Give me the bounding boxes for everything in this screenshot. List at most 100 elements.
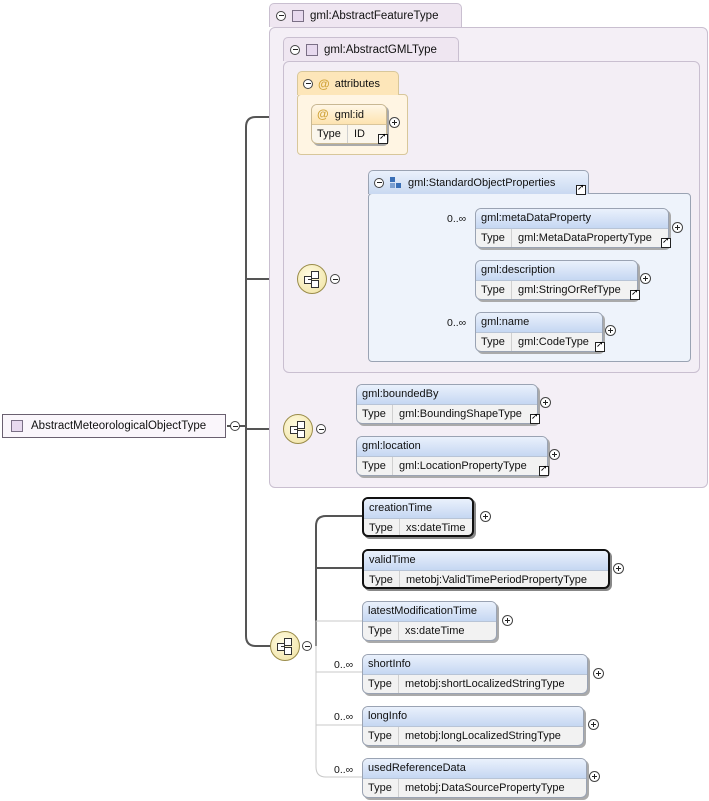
standard-object-properties-header[interactable]: gml:StandardObjectProperties: [368, 170, 589, 194]
attribute-name: gml:id: [334, 109, 365, 121]
root-to-own-sequence-line: [245, 426, 271, 647]
element-name: gml:boundedBy: [357, 385, 537, 405]
own-seq-to-creationtime-line: [315, 515, 362, 646]
type-value: metobj:shortLocalizedStringType: [405, 678, 565, 690]
abstract-gml-type-label: gml:AbstractGMLType: [324, 43, 437, 56]
type-link-icon[interactable]: [378, 132, 388, 144]
sequence-compositor-icon[interactable]: [297, 264, 327, 294]
type-value: gml:CodeType: [518, 336, 589, 348]
type-value: metobj:longLocalizedStringType: [405, 730, 561, 742]
collapse-icon[interactable]: [374, 177, 384, 188]
element-gml-boundedby[interactable]: gml:boundedBy Type gml:BoundingShapeType: [356, 384, 538, 424]
expand-icon[interactable]: [502, 615, 513, 626]
collapse-icon[interactable]: [330, 274, 340, 284]
type-value: gml:StringOrRefType: [518, 284, 621, 296]
attributes-label: attributes: [334, 77, 380, 90]
root-to-attributes-line: [245, 116, 298, 426]
type-key: Type: [368, 727, 399, 745]
attribute-icon: @: [317, 107, 329, 121]
element-name: creationTime: [364, 499, 472, 519]
element-name: gml:description: [476, 261, 637, 281]
element-gml-name[interactable]: gml:name Type gml:CodeType: [475, 312, 603, 352]
abstract-gml-type-header: gml:AbstractGMLType: [283, 37, 459, 61]
type-value: ID: [354, 128, 365, 140]
element-gml-metadataproperty[interactable]: gml:metaDataProperty Type gml:MetaDataPro…: [475, 208, 669, 248]
standard-object-properties-label: gml:StandardObjectProperties: [408, 176, 556, 189]
expand-icon[interactable]: [549, 449, 560, 460]
root-type-label: AbstractMeteorologicalObjectType: [31, 420, 207, 432]
collapse-icon[interactable]: [316, 424, 326, 434]
element-name: validTime: [364, 551, 608, 571]
type-value: gml:LocationPropertyType: [399, 460, 527, 472]
element-validtime[interactable]: validTime Type metobj:ValidTimePeriodProp…: [362, 549, 610, 589]
cardinality-label: 0..∞: [334, 711, 354, 723]
abstract-feature-type-label: gml:AbstractFeatureType: [310, 9, 439, 22]
expand-icon[interactable]: [480, 511, 491, 522]
expand-icon[interactable]: [593, 668, 604, 679]
type-link-icon[interactable]: [630, 288, 640, 300]
element-longinfo[interactable]: longInfo Type metobj:longLocalizedStringT…: [362, 706, 584, 746]
element-shortinfo[interactable]: shortInfo Type metobj:shortLocalizedStrin…: [362, 654, 588, 694]
attribute-icon: @: [318, 76, 330, 91]
root-type-box[interactable]: AbstractMeteorologicalObjectType: [2, 414, 226, 438]
expand-icon[interactable]: [613, 563, 624, 574]
element-name: shortInfo: [363, 655, 587, 675]
expand-icon[interactable]: [389, 117, 400, 128]
sequence-compositor-icon[interactable]: [283, 414, 313, 444]
type-key: Type: [368, 675, 399, 693]
type-key: Type: [368, 622, 399, 640]
element-name: longInfo: [363, 707, 583, 727]
cardinality-label: 0..∞: [447, 317, 467, 329]
type-link-icon[interactable]: [595, 340, 605, 352]
element-name: latestModificationTime: [363, 602, 496, 622]
type-key: Type: [481, 281, 512, 299]
type-key: Type: [481, 229, 512, 247]
type-key: Type: [362, 405, 393, 423]
element-name: gml:metaDataProperty: [476, 209, 668, 229]
type-value: xs:dateTime: [405, 625, 465, 637]
cardinality-label: 0..∞: [334, 764, 354, 776]
collapse-icon[interactable]: [276, 10, 286, 21]
attribute-gml-id[interactable]: @ gml:id Type ID: [311, 104, 387, 144]
type-value: metobj:ValidTimePeriodPropertyType: [406, 574, 587, 586]
collapse-icon[interactable]: [302, 641, 312, 651]
type-link-icon[interactable]: [576, 183, 586, 195]
complex-type-icon: [292, 9, 304, 22]
group-icon: [390, 176, 402, 189]
type-link-icon[interactable]: [530, 412, 540, 424]
expand-icon[interactable]: [588, 719, 599, 730]
expand-icon[interactable]: [672, 222, 683, 233]
collapse-icon[interactable]: [290, 44, 300, 55]
complex-type-icon: [11, 420, 23, 432]
type-key: Type: [481, 333, 512, 351]
type-key: Type: [369, 519, 400, 535]
element-latestmodificationtime[interactable]: latestModificationTime Type xs:dateTime: [362, 601, 497, 641]
type-link-icon[interactable]: [661, 236, 671, 248]
type-value: gml:BoundingShapeType: [399, 408, 522, 420]
cardinality-label: 0..∞: [334, 659, 354, 671]
type-link-icon[interactable]: [539, 464, 549, 476]
expand-icon[interactable]: [589, 771, 600, 782]
collapse-icon[interactable]: [303, 78, 313, 89]
expand-icon[interactable]: [540, 397, 551, 408]
element-name: gml:location: [357, 437, 547, 457]
type-value: metobj:DataSourcePropertyType: [405, 782, 565, 794]
attributes-header: @ attributes: [297, 71, 399, 95]
collapse-icon[interactable]: [230, 421, 240, 431]
expand-icon[interactable]: [605, 325, 616, 336]
expand-icon[interactable]: [640, 273, 651, 284]
type-key: Type: [368, 779, 399, 797]
element-gml-description[interactable]: gml:description Type gml:StringOrRefType: [475, 260, 638, 300]
cardinality-label: 0..∞: [447, 213, 467, 225]
element-name: gml:name: [476, 313, 602, 333]
type-key: Type: [369, 571, 400, 587]
complex-type-icon: [306, 43, 318, 56]
abstract-feature-type-header: gml:AbstractFeatureType: [269, 3, 462, 27]
sequence-compositor-icon[interactable]: [270, 631, 300, 661]
element-usedreferencedata[interactable]: usedReferenceData Type metobj:DataSourceP…: [362, 758, 587, 798]
type-key: Type: [317, 125, 348, 143]
element-name: usedReferenceData: [363, 759, 586, 779]
type-value: gml:MetaDataPropertyType: [518, 232, 652, 244]
